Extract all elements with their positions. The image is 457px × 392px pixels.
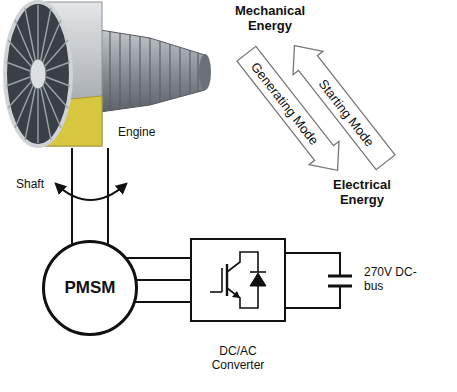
pmsm-circle: PMSM [42, 240, 138, 336]
converter-label: DC/AC Converter [203, 344, 273, 373]
igbt-symbol [192, 240, 284, 320]
shaft [72, 148, 108, 244]
energy-label: Mechanical Energy [228, 4, 312, 34]
engine-core-ribs [110, 32, 198, 110]
shaft-label: Shaft [16, 178, 44, 192]
machine-circle [44, 242, 137, 335]
engine-core [100, 30, 205, 112]
fan-spinner [30, 59, 46, 89]
rotation-arrow [56, 184, 126, 200]
fan-blades [6, 5, 70, 143]
capacitor-symbol [328, 276, 352, 286]
exhaust-cone [199, 54, 211, 90]
dc-bus-wires [286, 253, 340, 308]
engine-illustration [5, 2, 211, 146]
block-arrow-outline [231, 42, 352, 182]
energy-label: Electrical Energy [326, 178, 398, 208]
converter-outline [190, 238, 286, 322]
phase-wire [126, 257, 190, 259]
machine-label: PMSM [65, 278, 116, 298]
phase-wire [134, 301, 190, 303]
engine-label: Engine [118, 126, 155, 140]
fan-inlet [5, 2, 71, 146]
dc-bus-label: 270V DC-bus [364, 266, 420, 294]
phase-wire [136, 279, 190, 281]
converter-box: DC/AC Converter [190, 238, 286, 373]
